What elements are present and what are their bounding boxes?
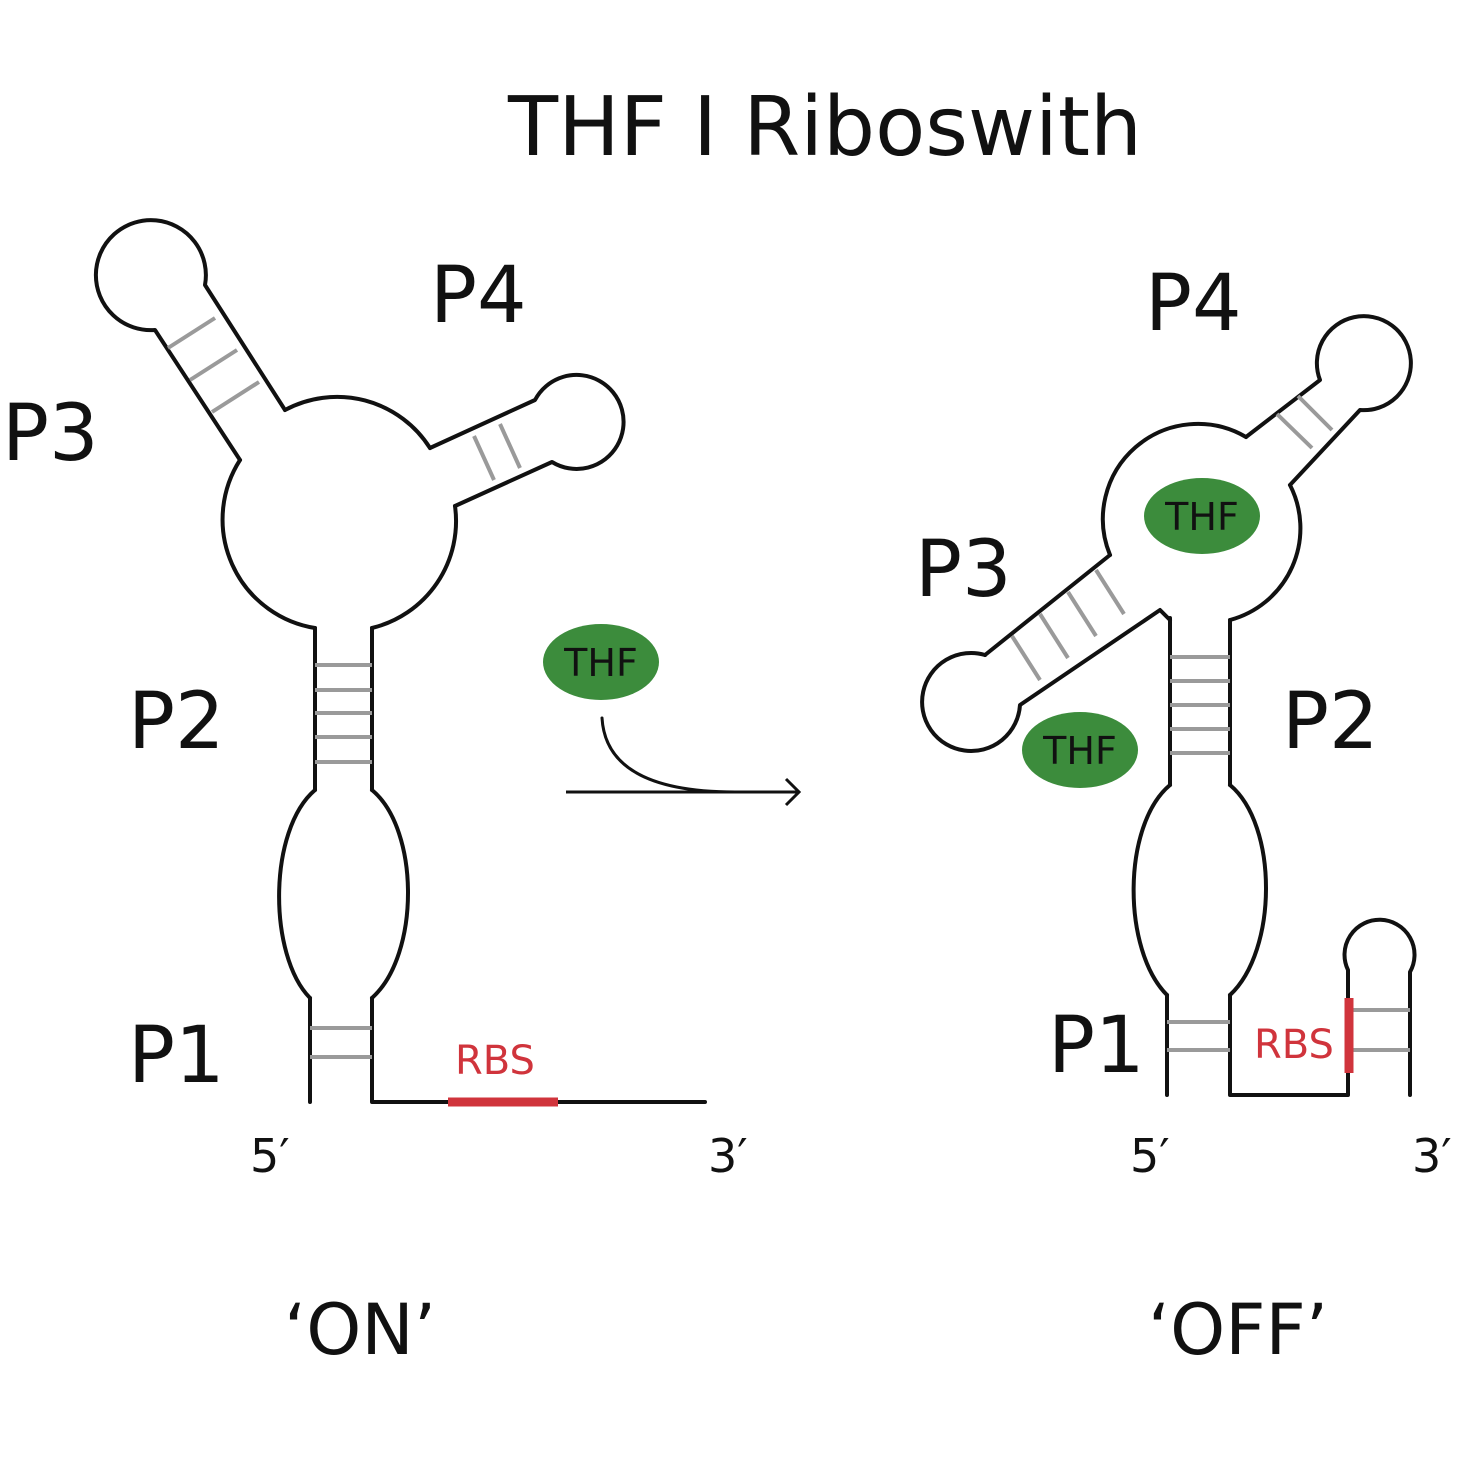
off-p3-hairpin bbox=[920, 608, 1172, 753]
off-p3-base-pairs bbox=[1010, 568, 1126, 682]
off-p1-stem bbox=[1165, 917, 1417, 1097]
on-junction-loop bbox=[220, 394, 459, 630]
off-internal-loop bbox=[1131, 783, 1268, 997]
on-p3-hairpin bbox=[93, 218, 287, 462]
on-five-prime-label: 5′ bbox=[250, 1129, 290, 1183]
off-p1-label: P1 bbox=[1048, 1001, 1145, 1091]
ligand-binding-curve bbox=[600, 716, 737, 794]
on-p3-label: P3 bbox=[2, 389, 99, 479]
off-p3-label: P3 bbox=[915, 525, 1012, 615]
on-p4-hairpin bbox=[428, 372, 626, 508]
off-rbs-label: RBS bbox=[1254, 1022, 1334, 1068]
on-p2-stem bbox=[313, 626, 374, 792]
on-state-structure bbox=[93, 218, 707, 1107]
on-p1-label: P1 bbox=[128, 1011, 225, 1101]
off-state-label: ‘OFF’ bbox=[1148, 1289, 1328, 1371]
bound-thf-ligand-lower bbox=[1022, 712, 1138, 788]
off-p2-base-pairs bbox=[1170, 655, 1230, 755]
off-p1-base-pairs bbox=[1167, 1020, 1230, 1052]
off-state-structure bbox=[920, 314, 1417, 1097]
on-p2-label: P2 bbox=[128, 677, 225, 767]
bound-thf-label-upper: THF bbox=[1164, 495, 1239, 539]
off-p2-stem bbox=[1168, 618, 1232, 787]
on-p2-base-pairs bbox=[315, 663, 372, 764]
off-p4-base-pairs bbox=[1275, 394, 1334, 450]
off-terminator-base-pairs bbox=[1348, 1008, 1410, 1052]
on-p4-label: P4 bbox=[430, 251, 527, 341]
on-p1-stem bbox=[308, 996, 707, 1104]
off-p4-label: P4 bbox=[1145, 259, 1242, 349]
bound-thf-label-lower: THF bbox=[1042, 729, 1117, 773]
on-internal-loop bbox=[277, 788, 410, 1000]
free-thf-ligand bbox=[543, 624, 659, 700]
bound-thf-ligand-upper bbox=[1144, 478, 1260, 554]
free-thf-label: THF bbox=[563, 641, 638, 685]
off-five-prime-label: 5′ bbox=[1130, 1129, 1170, 1183]
off-three-prime-label: 3′ bbox=[1412, 1129, 1452, 1183]
off-junction-left bbox=[983, 553, 1112, 657]
on-state-label: ‘ON’ bbox=[284, 1289, 436, 1371]
off-p4-hairpin bbox=[1244, 314, 1413, 487]
off-p2-label: P2 bbox=[1282, 677, 1379, 767]
on-p4-base-pairs bbox=[472, 423, 522, 481]
on-p3-base-pairs bbox=[166, 316, 261, 414]
on-rbs-label: RBS bbox=[455, 1038, 535, 1084]
on-three-prime-label: 3′ bbox=[708, 1129, 748, 1183]
on-p1-base-pairs bbox=[310, 1026, 372, 1059]
transition-arrow bbox=[566, 716, 802, 807]
diagram-title: THF I Riboswith bbox=[507, 80, 1142, 175]
arrow-head bbox=[784, 777, 802, 807]
